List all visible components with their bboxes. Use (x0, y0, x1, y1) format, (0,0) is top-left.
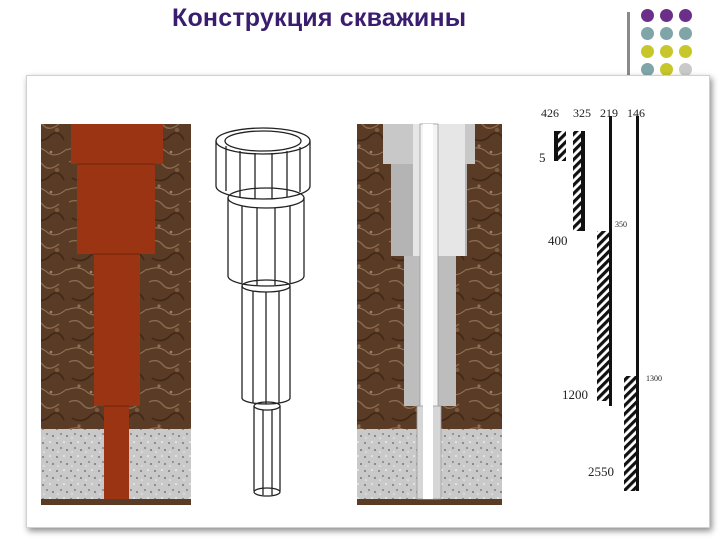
wire-ellipse (215, 185, 311, 200)
decor-dot (641, 45, 654, 58)
casing-line-146 (636, 116, 639, 491)
cement-hatch-146 (624, 376, 636, 491)
panel-section-colored (41, 124, 191, 505)
wire-ellipse (253, 401, 281, 411)
diameter-label: 325 (573, 106, 591, 120)
casing-line-426 (554, 131, 558, 161)
casing-intermediate (94, 254, 140, 406)
diameter-label: 426 (541, 106, 559, 120)
cement-hatch-219 (597, 231, 609, 401)
decor-dot (660, 27, 673, 40)
wire-ellipse (224, 130, 302, 152)
cement-hatch-325 (573, 131, 581, 231)
decor-dot (641, 63, 654, 76)
casing-production (104, 406, 129, 499)
panel-section-grey (357, 123, 502, 505)
rock-bottom (357, 499, 502, 505)
wire-ellipse (241, 397, 291, 405)
casing-scheme: 426 325 219 146 5 400 1200 2550 350 1300 (539, 106, 662, 491)
depth-label: 2550 (588, 464, 614, 479)
casing-surface (77, 164, 155, 254)
cement-hatch-426 (558, 131, 566, 161)
casing-line-325 (581, 131, 585, 231)
casing-conductor (71, 124, 163, 164)
slide-title: Конструкция скважины (172, 4, 467, 32)
diameter-label: 219 (600, 106, 618, 120)
decor-dot-grid (641, 9, 715, 76)
decor-dot (641, 27, 654, 40)
wire-ellipse (253, 487, 281, 497)
depth-label: 400 (548, 233, 568, 248)
well-diagram-svg: 426 325 219 146 5 400 1200 2550 350 1300 (41, 106, 662, 505)
rock-bottom (41, 499, 191, 505)
title-divider (627, 12, 630, 76)
depth-label: 1200 (562, 387, 588, 402)
well-construction-figure: 426 325 219 146 5 400 1200 2550 350 1300 (26, 75, 710, 528)
panel-wireframe (215, 127, 311, 497)
decor-dot (679, 45, 692, 58)
wire-ellipse (227, 275, 305, 287)
decor-dot (679, 9, 692, 22)
decor-dot (641, 9, 654, 22)
wire-ellipse (215, 127, 311, 155)
diameter-label: 146 (627, 106, 645, 120)
casing-line-219 (609, 116, 612, 406)
depth-label: 5 (539, 150, 546, 165)
decor-dot (660, 45, 673, 58)
bore-hole (423, 124, 433, 499)
depth-small-label: 1300 (646, 374, 662, 383)
depth-small-label: 350 (615, 220, 627, 229)
decor-dot (660, 9, 673, 22)
decor-dot (679, 27, 692, 40)
decor-dot (660, 63, 673, 76)
decor-dot (679, 63, 692, 76)
